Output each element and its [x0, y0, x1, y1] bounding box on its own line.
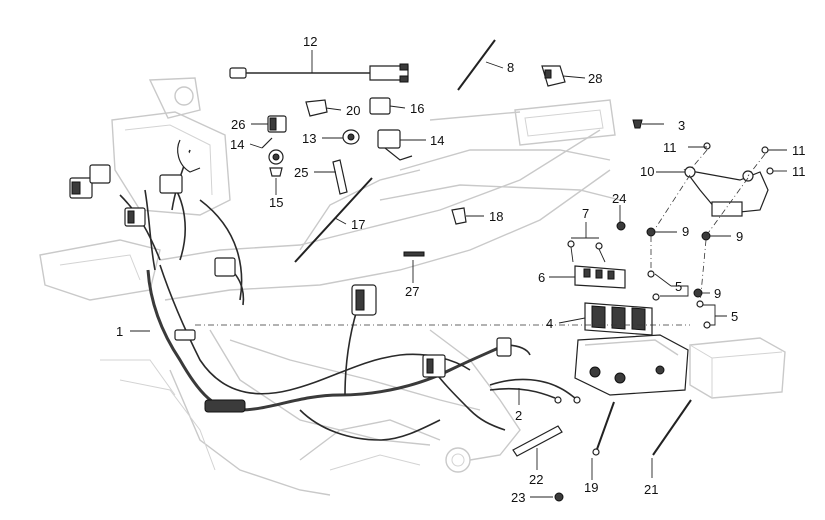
- callout-6: 6: [538, 270, 545, 285]
- part-2-pigtail: [489, 378, 581, 404]
- part-13-grommet: [342, 129, 360, 145]
- callout-4: 4: [546, 316, 553, 331]
- part-10-battery-strap: [683, 166, 769, 217]
- main-wiring-harness: [69, 139, 531, 441]
- callout-9c: 9: [714, 286, 721, 301]
- part-25-strap: [332, 159, 348, 195]
- scooter-frame: [39, 77, 621, 496]
- leader-lines: [130, 50, 787, 498]
- callout-17: 17: [351, 217, 365, 232]
- part-11-screws: [703, 142, 774, 175]
- part-7-bolts: [567, 240, 606, 263]
- part-19-bolt: [592, 401, 615, 456]
- part-15-socket: [268, 149, 284, 177]
- callout-22: 22: [529, 472, 543, 487]
- part-22-strip: [512, 425, 563, 457]
- part-5-screws: [647, 270, 711, 329]
- callout-5a: 5: [675, 279, 682, 294]
- callout-5b: 5: [731, 309, 738, 324]
- part-4-fuse-cover: [584, 302, 653, 336]
- alignment-lines: [195, 149, 766, 326]
- callout-2: 2: [515, 408, 522, 423]
- callout-23: 23: [511, 490, 525, 505]
- callout-28: 28: [588, 71, 602, 86]
- callout-19: 19: [584, 480, 598, 495]
- callout-18: 18: [489, 209, 503, 224]
- part-21-rod: [652, 399, 692, 456]
- part-16-relay: [369, 97, 391, 115]
- part-26-relay: [267, 115, 287, 133]
- callout-labels: 1 2 3 4 5 5 6 7 8 9 9 9 10 11 11 11 12 1…: [116, 34, 806, 505]
- callout-10: 10: [640, 164, 654, 179]
- callout-24: 24: [612, 191, 626, 206]
- callout-20: 20: [346, 103, 360, 118]
- part-18-plug: [451, 207, 467, 225]
- part-12-cable: [229, 63, 409, 83]
- callout-26: 26: [231, 117, 245, 132]
- callout-7: 7: [582, 206, 589, 221]
- part-28-connector: [541, 65, 566, 87]
- callout-15: 15: [269, 195, 283, 210]
- callout-21: 21: [644, 482, 658, 497]
- callout-11b: 11: [792, 143, 806, 158]
- part-3-clip: [632, 119, 643, 129]
- callout-3: 3: [678, 118, 685, 133]
- battery: [689, 337, 786, 399]
- part-27-tie: [403, 251, 425, 257]
- callout-12: 12: [303, 34, 317, 49]
- callout-14b: 14: [230, 137, 244, 152]
- callout-9b: 9: [736, 229, 743, 244]
- battery-tray: [574, 334, 689, 396]
- callout-14a: 14: [430, 133, 444, 148]
- part-23-nut: [554, 492, 564, 502]
- callout-13: 13: [302, 131, 316, 146]
- callout-1: 1: [116, 324, 123, 339]
- part-6-fuse-block: [574, 265, 626, 289]
- part-20-bracket: [305, 99, 328, 117]
- callout-8: 8: [507, 60, 514, 75]
- callout-16: 16: [410, 101, 424, 116]
- callout-11c: 11: [792, 164, 806, 179]
- part-17-cable: [294, 177, 373, 263]
- part-14-relay-bracket: [261, 129, 413, 161]
- part-8-cable-tie: [457, 39, 496, 91]
- callout-25: 25: [294, 165, 308, 180]
- callout-9a: 9: [682, 224, 689, 239]
- callout-11a: 11: [663, 140, 677, 155]
- part-24-cap: [616, 221, 626, 231]
- callout-27: 27: [405, 284, 419, 299]
